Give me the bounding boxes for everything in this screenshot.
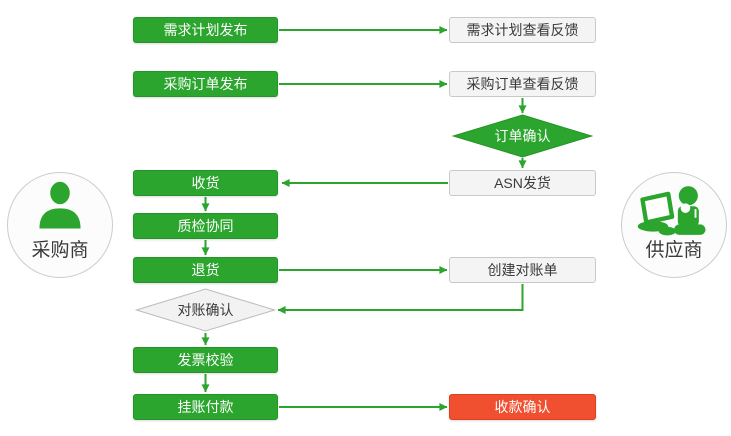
node-quality-collab: 质检协同 [133,213,278,239]
supplier-label: 供应商 [645,240,703,261]
node-return-goods: 退货 [133,257,278,283]
order-confirm-label: 订单确认 [494,128,551,144]
actor-buyer: 采购商 [7,172,113,278]
node-statement-confirm: 对账确认 [135,288,276,332]
node-create-statement: 创建对账单 [449,257,596,283]
person-at-computer-icon [622,183,726,241]
person-icon [8,179,112,235]
statement-confirm-label: 对账确认 [177,302,234,318]
node-book-payment: 挂账付款 [133,394,278,420]
node-receive-goods: 收货 [133,170,278,196]
actor-supplier: 供应商 [621,172,727,278]
node-order-confirm: 订单确认 [452,114,593,158]
node-demand-plan-feedback: 需求计划查看反馈 [449,17,596,43]
node-asn-ship: ASN发货 [449,170,596,196]
node-receipt-confirm: 收款确认 [449,394,596,420]
node-invoice-check: 发票校验 [133,347,278,373]
edge-create-statement-to-statement-confirm [277,284,524,314]
node-demand-plan-publish: 需求计划发布 [133,17,278,43]
node-po-publish: 采购订单发布 [133,71,278,97]
node-po-feedback: 采购订单查看反馈 [449,71,596,97]
buyer-label: 采购商 [31,240,89,261]
